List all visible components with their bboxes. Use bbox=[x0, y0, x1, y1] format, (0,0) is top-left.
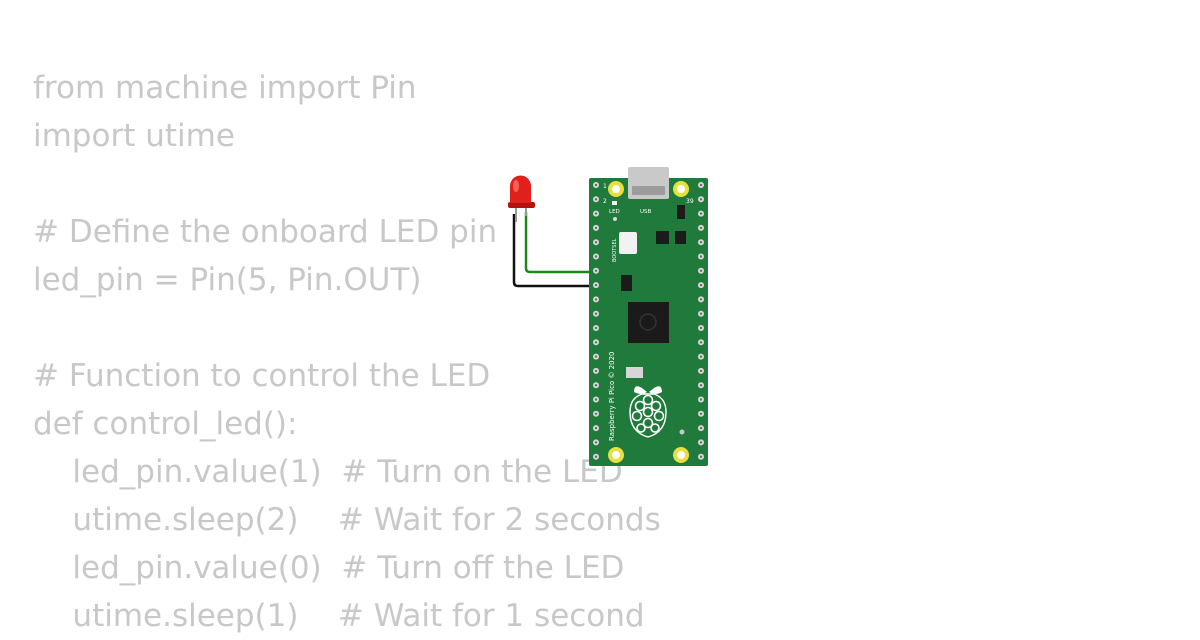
code-line: utime.sleep(1) # Wait for 1 second bbox=[33, 598, 645, 634]
raspberry-logo-icon bbox=[629, 386, 667, 438]
code-line: led_pin.value(0) # Turn off the LED bbox=[33, 550, 625, 586]
mounting-hole bbox=[673, 181, 689, 197]
usb-silk-label: USB bbox=[640, 209, 652, 215]
mounting-hole bbox=[608, 181, 624, 197]
right-pin-header bbox=[698, 182, 704, 460]
component bbox=[675, 231, 686, 244]
onboard-led bbox=[612, 201, 617, 205]
cathode-wire bbox=[512, 214, 598, 288]
component bbox=[626, 367, 643, 378]
usb-connector bbox=[628, 167, 669, 199]
anode-wire bbox=[524, 212, 598, 274]
left-pin-header bbox=[593, 182, 599, 460]
rp2040-chip bbox=[628, 302, 669, 343]
mounting-hole bbox=[608, 447, 624, 463]
code-snippet: from machine import Pin import utime # D… bbox=[33, 64, 661, 640]
code-line: # Function to control the LED bbox=[33, 358, 491, 394]
code-line: # Define the onboard LED pin bbox=[33, 214, 498, 250]
code-line: from machine import Pin bbox=[33, 70, 417, 106]
red-led[interactable] bbox=[508, 175, 535, 222]
code-line: utime.sleep(2) # Wait for 2 seconds bbox=[33, 502, 661, 538]
bootsel-label: BOOTSEL bbox=[612, 238, 618, 262]
led-silk-label: LED bbox=[609, 209, 620, 215]
code-line: import utime bbox=[33, 118, 235, 154]
code-line: def control_led(): bbox=[33, 406, 298, 442]
component bbox=[656, 231, 669, 244]
pin2-label: 2 bbox=[603, 198, 607, 205]
pin1-label: 1 bbox=[603, 183, 607, 190]
component bbox=[621, 275, 632, 291]
code-line: led_pin.value(1) # Turn on the LED bbox=[33, 454, 623, 490]
raspberry-pi-pico-board[interactable]: 1 2 39 LED USB BOOTSEL Raspberry Pi Pico… bbox=[589, 167, 708, 466]
pin39-label: 39 bbox=[686, 198, 694, 205]
mounting-hole bbox=[673, 447, 689, 463]
bootsel-button[interactable] bbox=[619, 232, 637, 254]
component bbox=[677, 205, 685, 219]
brand-label: Raspberry Pi Pico © 2020 bbox=[608, 352, 616, 442]
code-line: led_pin = Pin(5, Pin.OUT) bbox=[33, 262, 422, 298]
